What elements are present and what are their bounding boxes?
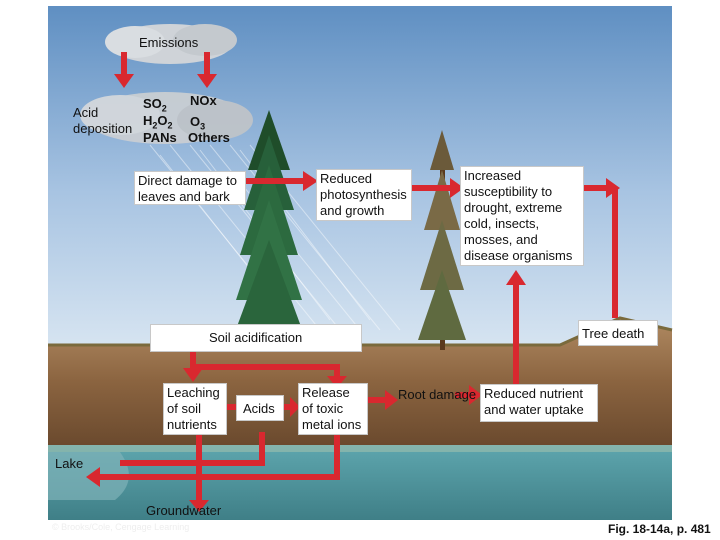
figure-reference: Fig. 18-14a, p. 481 xyxy=(608,522,711,536)
acids-box: Acids xyxy=(236,395,284,421)
deposition-cloud xyxy=(80,92,253,144)
direct-damage-box: Direct damage to leaves and bark xyxy=(134,171,246,205)
left-tree xyxy=(232,110,306,350)
emissions-label: Emissions xyxy=(139,35,199,50)
arrow-susceptibility-to-tree-death xyxy=(584,178,620,318)
root-damage-label: Root damage xyxy=(398,387,477,402)
pollutant-others: Others xyxy=(188,130,230,145)
reduced-photosynthesis-box: Reduced photosynthesis and growth xyxy=(316,169,412,221)
pollutant-pans: PANs xyxy=(143,130,177,145)
release-metals-box: Release of toxic metal ions xyxy=(298,383,368,435)
arrow-release-to-root xyxy=(367,390,398,410)
pollutant-h2o2: H2O2 xyxy=(143,113,173,131)
pollutant-so2: SO2 xyxy=(143,96,167,114)
leaching-box: Leaching of soil nutrients xyxy=(163,383,227,435)
soil-acidification-box: Soil acidification xyxy=(150,324,362,352)
arrow-uptake-to-susceptibility xyxy=(506,270,526,385)
increased-susceptibility-box: Increased susceptibility to drought, ext… xyxy=(460,166,584,266)
arrows-to-groundwater xyxy=(86,432,340,512)
pollutant-nox: NOx xyxy=(190,93,217,108)
right-tree xyxy=(418,130,466,350)
emission-arrows xyxy=(114,52,217,88)
arrow-root-to-uptake xyxy=(455,385,482,405)
arrow-acidification-split xyxy=(183,352,347,388)
pollutant-o3: O3 xyxy=(190,114,206,132)
lake xyxy=(48,445,672,520)
arrow-acids-to-release xyxy=(282,397,300,417)
groundwater-label: Groundwater xyxy=(146,503,222,518)
copyright-credit: © Brooks/Cole, Cengage Learning xyxy=(52,522,190,532)
lake-label: Lake xyxy=(55,456,84,471)
emission-cloud xyxy=(105,24,237,64)
arrow-photosynthesis-to-susceptibility xyxy=(412,178,464,198)
acid-deposition-label: Acid deposition xyxy=(73,105,133,136)
reduced-uptake-box: Reduced nutrient and water uptake xyxy=(480,384,598,422)
arrow-damage-to-photosynthesis xyxy=(245,171,318,191)
tree-death-box: Tree death xyxy=(578,320,658,346)
lake-shore xyxy=(48,445,672,452)
